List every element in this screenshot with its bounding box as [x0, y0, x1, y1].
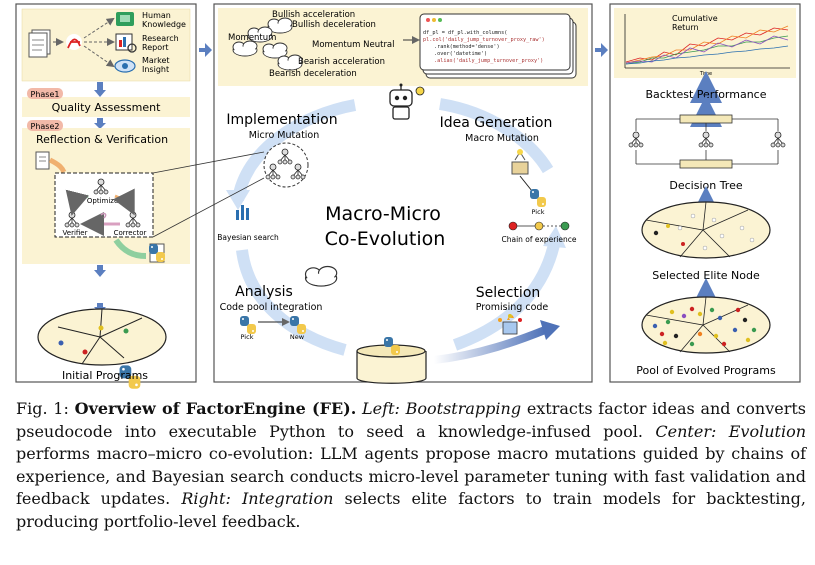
code-line-1: df_pl = df_pl.with_columns(	[423, 30, 507, 36]
title-macro-micro: Macro-Micro	[325, 203, 441, 225]
cumulative-label: Cumulative	[672, 14, 718, 23]
regime-momentum: Momentum	[228, 33, 276, 43]
idea-generation-label: Idea Generation	[440, 115, 553, 131]
caption-center-label: Center: Evolution	[655, 421, 807, 441]
regime-bearish-deceleration: Bearish deceleration	[269, 69, 357, 79]
initial-programs-label: Initial Programs	[62, 369, 148, 382]
regime-bearish-acceleration: Bearish acceleration	[298, 57, 385, 67]
micro-mutation-label: Micro Mutation	[249, 130, 320, 141]
return-line-blue	[625, 45, 789, 65]
corrector-label: Corrector	[114, 229, 147, 237]
left-to-center-arrow	[199, 43, 212, 57]
center-to-right-arrow	[595, 43, 608, 57]
caption-right-text: selects elite factors to train models fo…	[16, 489, 807, 531]
code-pool-integration-label: Code pool integration	[220, 302, 323, 313]
code-pool-bucket	[356, 337, 427, 384]
llm-agent-icon	[389, 83, 425, 120]
phase1-tag: Phase1	[31, 90, 60, 99]
decision-tree-label: Decision Tree	[669, 179, 742, 192]
code-line-2: pl.col('daily_jump_turnover_proxy_raw')	[423, 37, 545, 43]
pick-label: Pick	[532, 208, 545, 216]
source-market-insight: Market	[142, 56, 170, 65]
eye-icon	[114, 59, 136, 73]
verifier-label: Verifier	[63, 229, 88, 237]
new-label: New	[290, 333, 305, 341]
source-research-report-l2: Report	[142, 43, 169, 52]
overview-figure: Human Knowledge Research Report Market I…	[15, 3, 801, 389]
cloud-icon	[232, 40, 258, 57]
bayesian-search-label: Bayesian search	[217, 233, 279, 242]
selection-label: Selection	[476, 285, 541, 301]
python-file-icon	[149, 243, 165, 263]
regime-bullish-deceleration: Bullish deceleration	[292, 20, 376, 30]
evolution-cycle-arrow	[232, 99, 357, 202]
elite-node-dots	[653, 213, 755, 251]
source-market-insight-l2: Insight	[142, 65, 169, 74]
code-snippet-card	[419, 13, 577, 79]
pdf-icon	[66, 34, 82, 50]
phase2-label: Reflection & Verification	[36, 133, 168, 146]
code-line-3: .rank(method='dense')	[434, 44, 500, 50]
optimizer-label: Optimizer	[87, 197, 121, 205]
idea-box-icon	[511, 149, 529, 175]
return-label: Return	[672, 23, 699, 32]
figure-caption: Fig. 1: Overview of FactorEngine (FE). L…	[16, 398, 806, 533]
analysis-label: Analysis	[235, 284, 293, 300]
title-co-evolution: Co-Evolution	[325, 228, 446, 250]
document-stack-icon	[28, 29, 51, 58]
return-line-purple	[625, 35, 789, 64]
cumulative-return-chart	[624, 14, 790, 69]
pool-evolved-programs-label: Pool of Evolved Programs	[636, 364, 776, 377]
backtest-performance-label: Backtest Performance	[645, 88, 766, 101]
promising-code-label: Promising code	[476, 302, 549, 313]
decision-tree-icon	[628, 114, 786, 169]
return-line-green	[625, 35, 789, 65]
selected-elite-node-label: Selected Elite Node	[652, 269, 760, 282]
chain-node-green	[560, 221, 570, 231]
source-human-knowledge: Human	[142, 11, 171, 20]
knowledge-icon	[116, 12, 134, 26]
chain-node-yellow	[534, 221, 544, 231]
chain-of-experience-label: Chain of experience	[502, 235, 577, 244]
caption-right-label: Right: Integration	[181, 489, 334, 508]
doc-icon	[35, 151, 50, 170]
source-human-knowledge-l2: Knowledge	[142, 20, 186, 29]
caption-left-label: Left: Bootstrapping	[362, 399, 522, 418]
source-research-report: Research	[142, 34, 179, 43]
implementation-label: Implementation	[226, 112, 337, 128]
macro-mutation-label: Macro Mutation	[465, 133, 539, 144]
code-line-5: .alias('daily_jump_turnover_proxy')	[434, 58, 543, 64]
regime-momentum-neutral: Momentum Neutral	[312, 40, 395, 50]
report-icon	[115, 33, 137, 53]
return-line-orange	[625, 25, 789, 64]
caption-title: Overview of FactorEngine (FE).	[74, 399, 357, 418]
regime-bullish-acceleration: Bullish acceleration	[272, 10, 355, 20]
code-line-4: .over('datetime')	[434, 51, 487, 57]
initial-program-pool	[37, 308, 167, 366]
caption-center-text: performs macro–micro co-evolution: LLM a…	[16, 444, 806, 508]
trophy-icon	[498, 314, 522, 335]
phase2-tag: Phase2	[31, 122, 60, 131]
bayesian-cloud-icon	[236, 205, 338, 287]
phase1-label: Quality Assessment	[52, 101, 161, 114]
chain-node-red	[508, 221, 518, 231]
return-line-red	[625, 27, 789, 63]
pick-label-2: Pick	[241, 333, 254, 341]
caption-left-text: extracts factor ideas and converts pseud…	[16, 399, 806, 441]
caption-fig-number: Fig. 1:	[16, 399, 69, 418]
evolved-program-pool	[641, 296, 771, 354]
time-axis-label: Time	[699, 71, 712, 77]
evolved-program-dots	[652, 306, 757, 347]
